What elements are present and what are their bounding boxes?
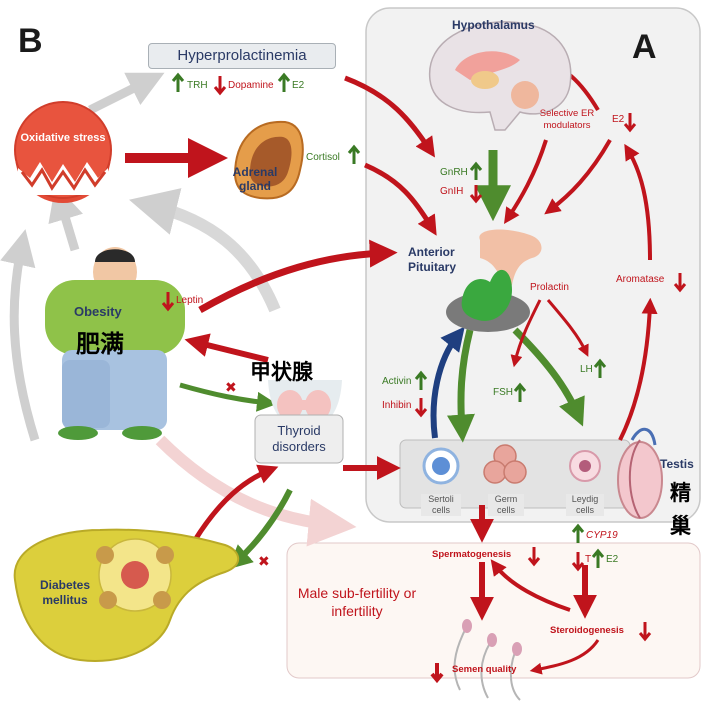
cortisol-label: Cortisol [306,152,340,163]
lh-label: LH [580,364,593,375]
sperm-icon [453,629,521,701]
e2-label-hypothalamus: E2 [612,114,625,125]
obesity-cjk-label: 肥满 [76,330,124,358]
oxidative-stress-label: Oxidative stress [20,132,106,144]
thyroid-cjk-label: 甲状腺 [250,360,313,384]
diabetes-label: Diabetes mellitus [39,578,91,607]
leydig-cell-icon [569,450,601,482]
trh-label: TRH [187,80,208,91]
germ-label: Germ cells [488,494,524,516]
testis-cjk-2: 巢 [670,514,691,538]
obesity-figure-icon [45,247,185,440]
pituitary-icon [446,229,542,332]
sertoli-label: Sertoli cells [421,494,461,516]
panel-b-letter: B [18,22,43,60]
inhibin-label: Inhibin [382,400,412,411]
trend-arrows [161,72,687,684]
t-label: T [585,554,592,565]
panel-a-background [365,7,701,523]
e2-label-outcome: E2 [606,554,619,565]
thyroid-label-box [254,414,344,464]
block-cross-1: ✖ [225,380,237,396]
obesity-label: Obesity [74,304,122,319]
pituitary-label: Anterior Pituitary [408,245,457,274]
activin-label: Activin [382,376,412,387]
steroidogenesis-label: Steroidogenesis [550,625,624,636]
leptin-label: Leptin [176,295,204,306]
aromatase-label: Aromatase [616,274,665,285]
germ-cells-icon [483,444,527,484]
spermatogenesis-label: Spermatogenesis [432,549,512,560]
block-cross-2: ✖ [258,554,270,570]
infertility-label: Male sub-fertility or infertility [297,585,417,619]
brain-icon [429,21,572,131]
testis-icon [617,427,663,519]
gnih-label: GnIH [440,186,464,197]
adrenal-label: Adrenal gland [232,165,278,193]
panel-a-letter: A [632,28,657,66]
serm-label: Selective ER modulators [539,108,595,131]
pancreas-icon [13,528,240,662]
testis-label: Testis [660,457,694,471]
testis-cjk-1: 精 [670,481,691,505]
cyp19-label: CYP19 [586,530,618,541]
dopamine-label: Dopamine [228,80,274,91]
prolactin-label: Prolactin [530,282,569,293]
hyperprolactinemia-box: Hyperprolactinemia [148,43,336,69]
hypothalamus-label: Hypothalamus [452,18,535,32]
adrenal-gland-icon [233,120,304,200]
sertoli-cell-icon [422,447,460,485]
semen-quality-label: Semen quality [452,664,517,675]
leydig-label: Leydig cells [566,494,604,516]
gnrh-label: GnRH [440,167,468,178]
fsh-label: FSH [493,387,513,398]
oxidative-stress-icon [14,101,112,203]
thyroid-label: Thyroid disorders [272,423,326,454]
e2-label-b: E2 [292,80,305,91]
